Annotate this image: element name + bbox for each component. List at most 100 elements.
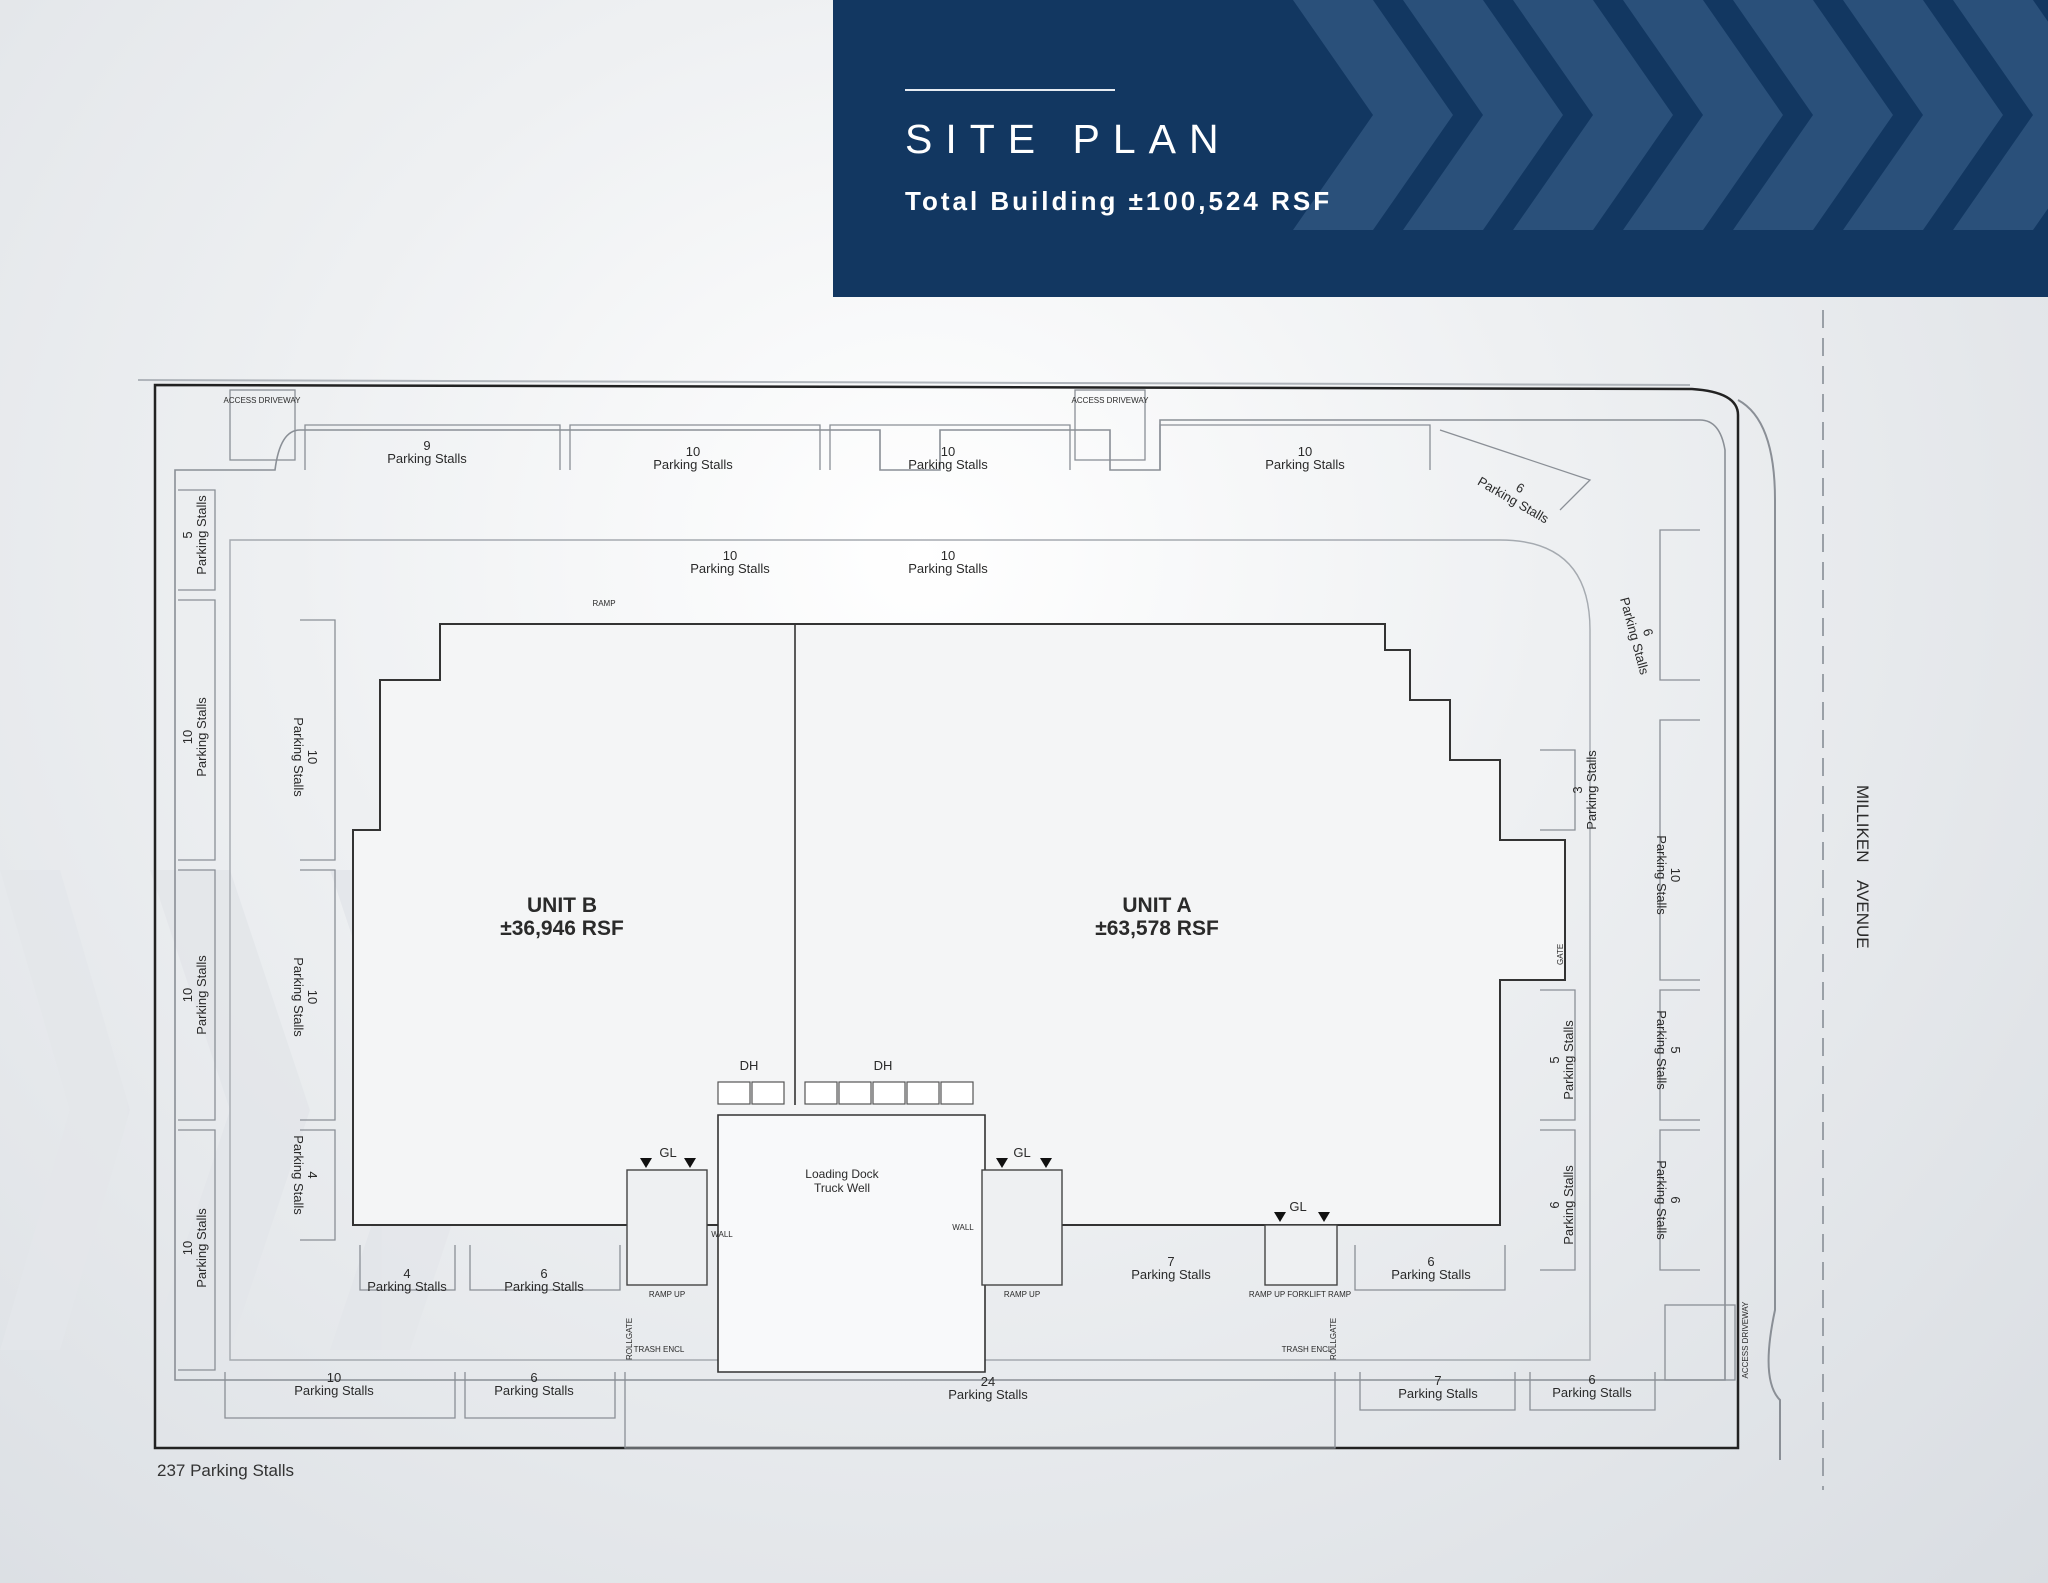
- south-parking-labels: 4 Parking Stalls 6 Parking Stalls 7 Park…: [294, 1254, 1632, 1402]
- parking-count: 6: [1668, 1196, 1683, 1203]
- parking-count: 6: [540, 1266, 547, 1281]
- parking-label: Parking Stalls: [653, 457, 733, 472]
- unit-a-name: UNIT A: [1122, 894, 1191, 917]
- parking-count: 9: [423, 438, 430, 453]
- parking-label: Parking Stalls: [194, 955, 209, 1035]
- parking-count: 10: [941, 444, 955, 459]
- parking-count: 10: [305, 990, 320, 1004]
- truck-well-label: Truck Well: [814, 1181, 870, 1195]
- parking-count: 10: [1668, 868, 1683, 882]
- east-stalls: [1540, 529, 1700, 1271]
- parking-label: Parking Stalls: [1654, 1010, 1669, 1090]
- rollgate-label-b: ROLLGATE: [625, 1318, 634, 1360]
- access-driveway-label-3: ACCESS DRIVEWAY: [1741, 1301, 1750, 1379]
- parking-count: 6: [1427, 1254, 1434, 1269]
- parking-label: Parking Stalls: [291, 717, 306, 797]
- parking-label: Parking Stalls: [908, 561, 988, 576]
- dh-label-a: DH: [874, 1058, 893, 1073]
- access-driveway-label-1: ACCESS DRIVEWAY: [224, 396, 302, 405]
- unit-a-area: ±63,578 RSF: [1095, 917, 1219, 940]
- parking-count: 6: [1588, 1372, 1595, 1387]
- parking-label: Parking Stalls: [1391, 1267, 1471, 1282]
- parking-count: 10: [180, 1241, 195, 1255]
- ramp-label: RAMP: [592, 599, 615, 608]
- parking-label: Parking Stalls: [1654, 1160, 1669, 1240]
- unit-b-area: ±36,946 RSF: [500, 917, 624, 940]
- north-parking-labels: 9 Parking Stalls 10 Parking Stalls 10 Pa…: [387, 438, 1552, 576]
- parking-label: Parking Stalls: [1552, 1385, 1632, 1400]
- unit-b-name: UNIT B: [527, 894, 597, 917]
- parking-count: 10: [327, 1370, 341, 1385]
- parking-count: 4: [305, 1171, 320, 1178]
- gl-label-b: GL: [659, 1145, 676, 1160]
- ramp-up-label-a: RAMP UP: [1004, 1290, 1040, 1299]
- parking-count: 10: [686, 444, 700, 459]
- parking-label: Parking Stalls: [690, 561, 770, 576]
- parking-label: Parking Stalls: [908, 457, 988, 472]
- parking-count: 10: [180, 988, 195, 1002]
- parking-count: 24: [981, 1374, 995, 1389]
- building-footprint: [352, 623, 1566, 1226]
- gl-door-markers: [640, 1158, 1330, 1222]
- street-name-a: MILLIKEN: [1853, 785, 1872, 862]
- property-boundary: [153, 383, 1740, 1450]
- forklift-ramp-label: RAMP UP FORKLIFT RAMP: [1249, 1290, 1351, 1299]
- parking-count: 7: [1434, 1373, 1441, 1388]
- parking-label: Parking Stalls: [387, 451, 467, 466]
- parking-label: Parking Stalls: [504, 1279, 584, 1294]
- parking-label: Parking Stalls: [1398, 1386, 1478, 1401]
- grade-level-ramps: [626, 1169, 1338, 1286]
- parking-label: Parking Stalls: [948, 1387, 1028, 1402]
- parking-label: Parking Stalls: [1561, 1020, 1576, 1100]
- parking-count: 6: [1640, 627, 1656, 638]
- parking-label: Parking Stalls: [291, 957, 306, 1037]
- parking-label: Parking Stalls: [367, 1279, 447, 1294]
- east-parking-labels: 6 Parking Stalls 10 Parking Stalls 5 Par…: [1547, 596, 1683, 1245]
- parking-count: 7: [1167, 1254, 1174, 1269]
- gl-label-forklift: GL: [1289, 1199, 1306, 1214]
- wall-label-a: WALL: [952, 1223, 974, 1232]
- parking-label: Parking Stalls: [294, 1383, 374, 1398]
- page-title: SITE PLAN: [905, 116, 1232, 162]
- parking-count: 6: [530, 1370, 537, 1385]
- south-stalls: [224, 1245, 1656, 1449]
- parking-count: 5: [1668, 1046, 1683, 1053]
- parking-count: 3: [1570, 786, 1585, 793]
- ramp-up-label-b: RAMP UP: [649, 1290, 685, 1299]
- parking-label: Parking Stalls: [1561, 1165, 1576, 1245]
- trash-encl-label-a: TRASH ENCL: [1282, 1345, 1333, 1354]
- north-stalls: [304, 424, 1592, 511]
- trash-encl-label-b: TRASH ENCL: [634, 1345, 685, 1354]
- parking-count: 10: [305, 750, 320, 764]
- parking-count: 10: [1298, 444, 1312, 459]
- parking-label: Parking Stalls: [1584, 750, 1599, 830]
- loading-dock-label: Loading Dock: [805, 1167, 879, 1181]
- chevron-pattern: [1293, 0, 2048, 230]
- loading-dock-truck-well: [717, 1114, 986, 1373]
- access-driveway-label-2: ACCESS DRIVEWAY: [1072, 396, 1150, 405]
- parking-count: 5: [180, 531, 195, 538]
- dock-high-doors: [717, 1081, 974, 1105]
- access-driveways: [229, 389, 1736, 1381]
- west-parking-labels: 5 Parking Stalls 10 Parking Stalls 10 Pa…: [180, 495, 320, 1288]
- parking-count: 4: [403, 1266, 410, 1281]
- parking-count: 10: [180, 730, 195, 744]
- parking-label: Parking Stalls: [291, 1135, 306, 1215]
- wall-label-b: WALL: [711, 1230, 733, 1239]
- parking-count: 5: [1547, 1056, 1562, 1063]
- parking-label: Parking Stalls: [194, 495, 209, 575]
- parking-label: Parking Stalls: [1265, 457, 1345, 472]
- parking-label: Parking Stalls: [1131, 1267, 1211, 1282]
- parking-count: 6: [1547, 1201, 1562, 1208]
- page-subtitle: Total Building ±100,524 RSF: [905, 186, 1333, 216]
- gl-label-a: GL: [1013, 1145, 1030, 1160]
- header-banner: SITE PLAN Total Building ±100,524 RSF: [833, 0, 2048, 297]
- parking-lot-curb: [174, 419, 1726, 1381]
- north-curb-line: [137, 379, 1691, 386]
- parking-label: Parking Stalls: [194, 1208, 209, 1288]
- rollgate-label-a: ROLLGATE: [1329, 1318, 1338, 1360]
- header-rule: [905, 89, 1115, 91]
- street-name-b: AVENUE: [1853, 880, 1872, 949]
- gate-label: GATE: [1556, 944, 1565, 965]
